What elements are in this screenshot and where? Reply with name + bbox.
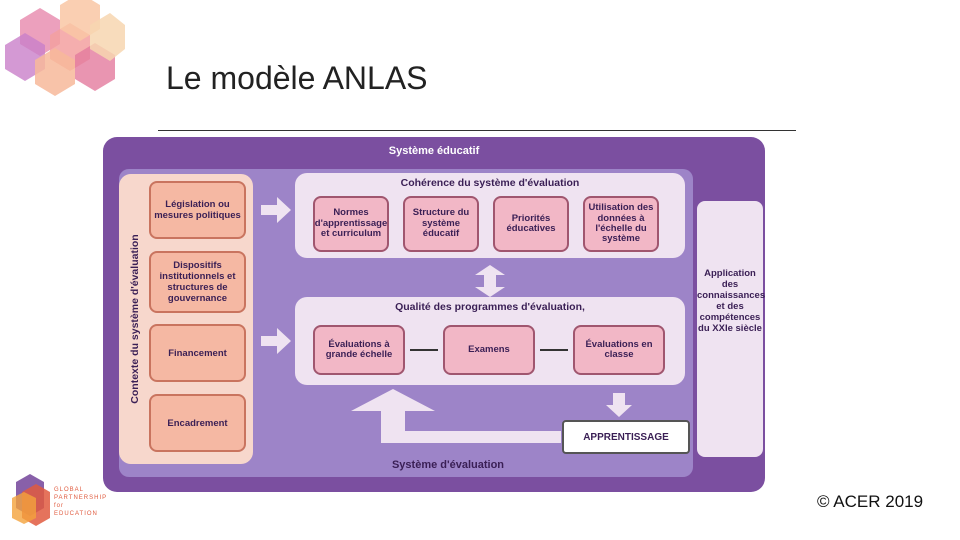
quality-title: Qualité des programmes d'évaluation, <box>395 301 585 313</box>
double-arrow-icon <box>475 265 505 297</box>
context-label: Contexte du système d'évaluation <box>129 234 141 404</box>
copyright: © ACER 2019 <box>817 492 924 511</box>
coherence-item-utilisation: Utilisation des données à l'échelle du s… <box>583 196 659 252</box>
arrow-right-icon <box>261 328 291 354</box>
arrow-down-icon <box>606 393 632 417</box>
quality-item-examens: Examens <box>443 325 535 375</box>
slide-title: Le modèle ANLAS <box>166 60 428 96</box>
gpe-logo-icon <box>12 474 50 526</box>
quality-item-grande-echelle: Évaluations à grande échelle <box>313 325 405 375</box>
coherence-title: Cohérence du système d'évaluation <box>400 177 580 189</box>
connector-line <box>540 349 568 351</box>
context-item-encadrement: Encadrement <box>149 394 246 452</box>
coherence-panel: Cohérence du système d'évaluation Normes… <box>295 173 685 258</box>
feedback-arrow-icon <box>351 389 561 443</box>
coherence-item-structure: Structure du système éducatif <box>403 196 479 252</box>
anlas-diagram: Système éducatif Contexte du système d'é… <box>103 137 765 492</box>
competences-side-box: Application des connaissances et des com… <box>697 201 766 457</box>
coherence-item-priorites: Priorités éducatives <box>493 196 569 252</box>
context-item-dispositifs: Dispositifs institutionnels et structure… <box>149 251 246 313</box>
arrow-right-icon <box>261 197 291 223</box>
context-item-financement: Financement <box>149 324 246 382</box>
quality-panel: Qualité des programmes d'évaluation, Éva… <box>295 297 685 385</box>
apprentissage-box: APPRENTISSAGE <box>562 420 690 454</box>
gpe-logo-text: GLOBAL PARTNERSHIP for EDUCATION <box>54 487 108 518</box>
competences-label: Application des connaissances et des com… <box>697 268 766 334</box>
connector-line <box>410 349 438 351</box>
systeme-evaluation-label: Système d'évaluation <box>391 459 505 471</box>
quality-item-en-classe: Évaluations en classe <box>573 325 665 375</box>
title-divider <box>158 130 796 131</box>
context-item-legislation: Législation ou mesures politiques <box>149 181 246 239</box>
hexagon-logo-icon <box>5 0 125 96</box>
context-column: Contexte du système d'évaluation Législa… <box>119 174 253 464</box>
coherence-item-normes: Normes d'apprentissage et curriculum <box>313 196 389 252</box>
system-educatif-label: Système éducatif <box>388 145 480 157</box>
